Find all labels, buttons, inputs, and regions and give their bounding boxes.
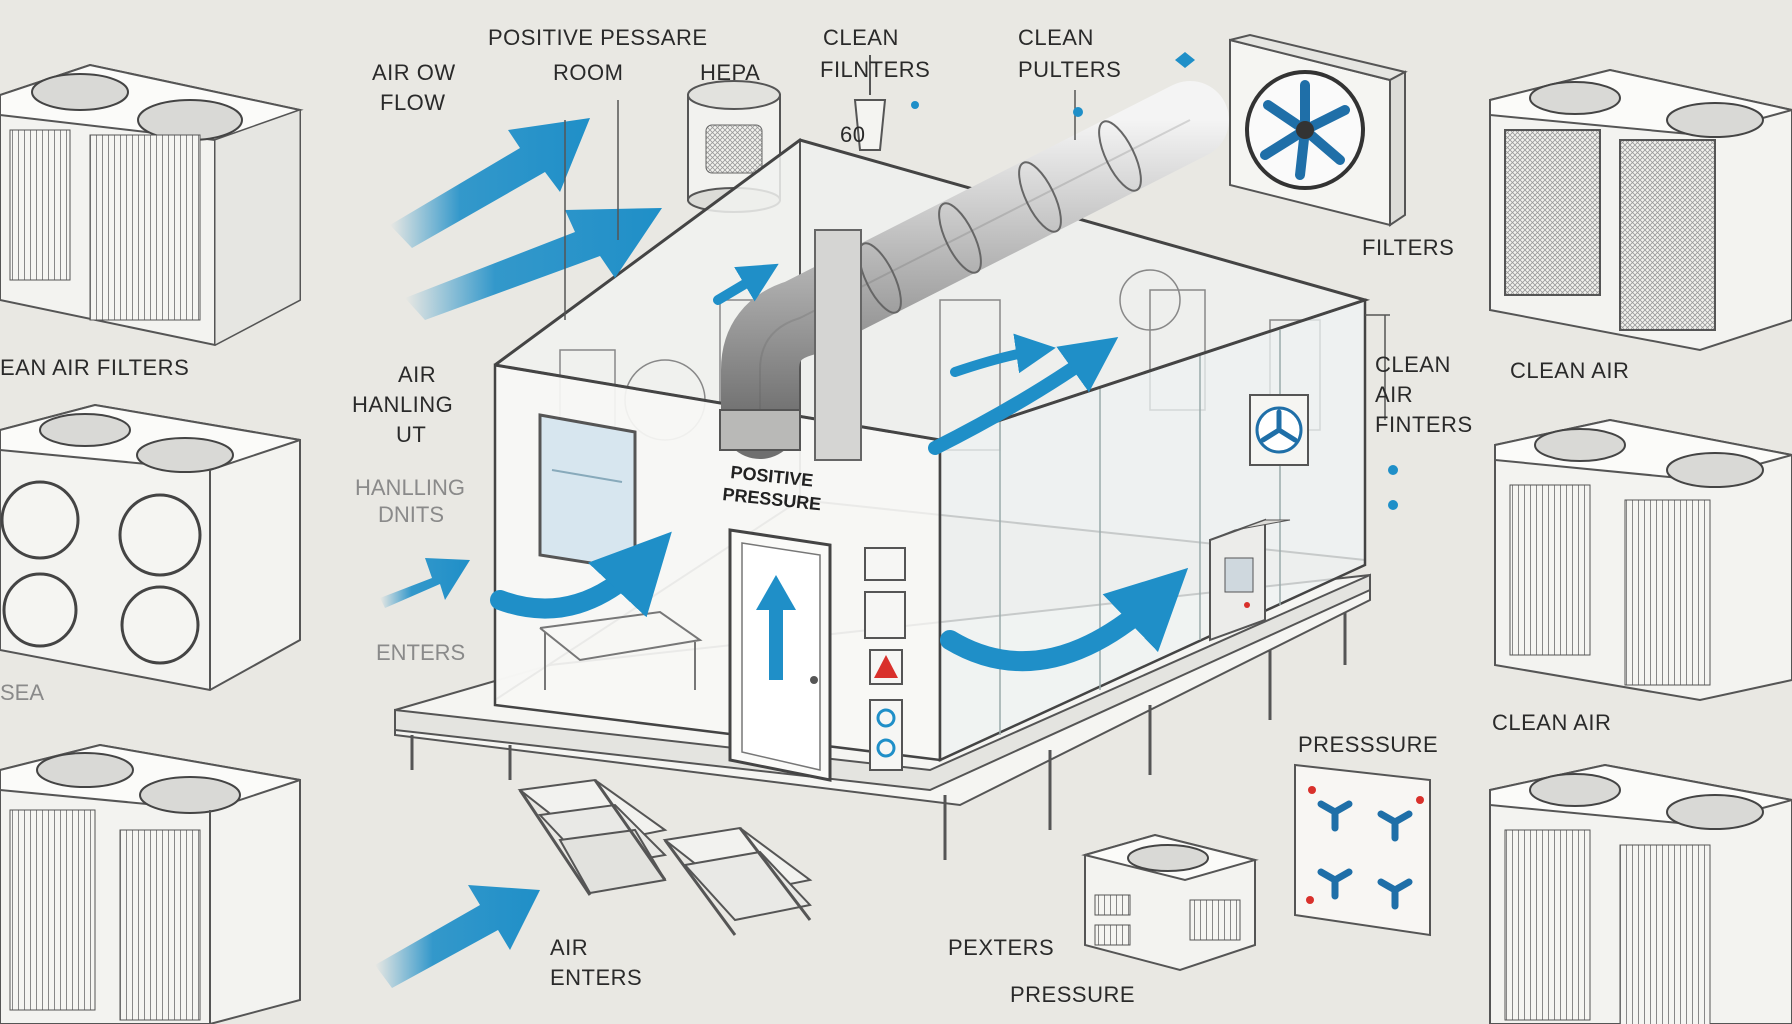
ahu-left-bottom <box>0 745 300 1024</box>
label-air-ow: AIR OW <box>372 60 456 85</box>
label-filnters: FILNTERS <box>820 57 930 82</box>
label-air-bottom: AIR <box>550 935 588 960</box>
label-presssure: PRESSSURE <box>1298 732 1438 757</box>
exhaust-fan-box <box>1230 35 1405 225</box>
fan-icon <box>2 482 78 558</box>
label-hanling: HANLING <box>352 392 453 417</box>
label-finters-right: FINTERS <box>1375 412 1473 437</box>
room-window <box>540 415 635 570</box>
fan-icon <box>1530 82 1620 114</box>
label-positive-pessare: POSITIVE PESSARE <box>488 25 708 50</box>
fan-icon <box>1535 429 1625 461</box>
ahu-right-bottom <box>1490 765 1792 1024</box>
warning-sign-icon <box>870 650 902 684</box>
label-clean-1: CLEAN <box>823 25 899 50</box>
fan-icon <box>1128 845 1208 871</box>
fan-icon <box>120 495 200 575</box>
filter-panel <box>1505 130 1600 295</box>
filter-panel <box>1620 140 1715 330</box>
fan-icon <box>32 74 128 110</box>
ahu-left-top <box>0 65 300 345</box>
airflow-arrow-icon <box>390 118 590 248</box>
label-enters-bottom: ENTERS <box>550 965 642 990</box>
label-clean-2: CLEAN <box>1018 25 1094 50</box>
ahu-right-middle <box>1495 420 1792 700</box>
label-enters-left: ENTERS <box>376 640 465 665</box>
fan-icon <box>1667 103 1763 137</box>
label-sea: SEA <box>0 680 44 705</box>
fan-icon <box>122 587 198 663</box>
pressure-fan-panel <box>1295 765 1430 935</box>
fan-icon <box>138 100 242 140</box>
label-ut: UT <box>396 422 426 447</box>
label-pexters: PEXTERS <box>948 935 1054 960</box>
label-filters-right: FILTERS <box>1362 235 1454 260</box>
airflow-arrow-icon <box>375 885 540 988</box>
fan-icon <box>4 574 76 646</box>
label-flow: FLOW <box>380 90 446 115</box>
fan-icon <box>1250 395 1308 465</box>
label-clean-right: CLEAN <box>1375 352 1451 377</box>
airflow-arrow-icon <box>380 558 470 608</box>
label-pressure-bottom: PRESSURE <box>1010 982 1135 1007</box>
compressor-unit <box>1085 835 1255 970</box>
fan-icon <box>1667 795 1763 829</box>
fan-icon <box>137 438 233 472</box>
fan-icon <box>37 753 133 787</box>
label-clean-air-2: CLEAN AIR <box>1492 710 1611 735</box>
fan-icon <box>1667 453 1763 487</box>
label-hanlling: HANLLING <box>355 475 465 500</box>
fan-icon <box>1530 774 1620 806</box>
ahu-left-middle <box>0 405 300 690</box>
fan-icon <box>140 777 240 813</box>
label-ean-air-filters: EAN AIR FILTERS <box>0 355 189 380</box>
label-air-right: AIR <box>1375 382 1413 407</box>
stairs-icon <box>520 780 810 935</box>
label-clean-air-1: CLEAN AIR <box>1510 358 1629 383</box>
label-room: ROOM <box>553 60 623 85</box>
fan-icon <box>40 414 130 446</box>
ahu-right-top <box>1490 70 1792 350</box>
label-air-left: AIR <box>398 362 436 387</box>
label-dnits: DNITS <box>378 502 444 527</box>
door-icon[interactable] <box>730 530 830 780</box>
label-hepa: HEPA <box>700 60 760 85</box>
filter-tag-label: 60 <box>840 122 865 147</box>
label-pulters: PULTERS <box>1018 57 1121 82</box>
